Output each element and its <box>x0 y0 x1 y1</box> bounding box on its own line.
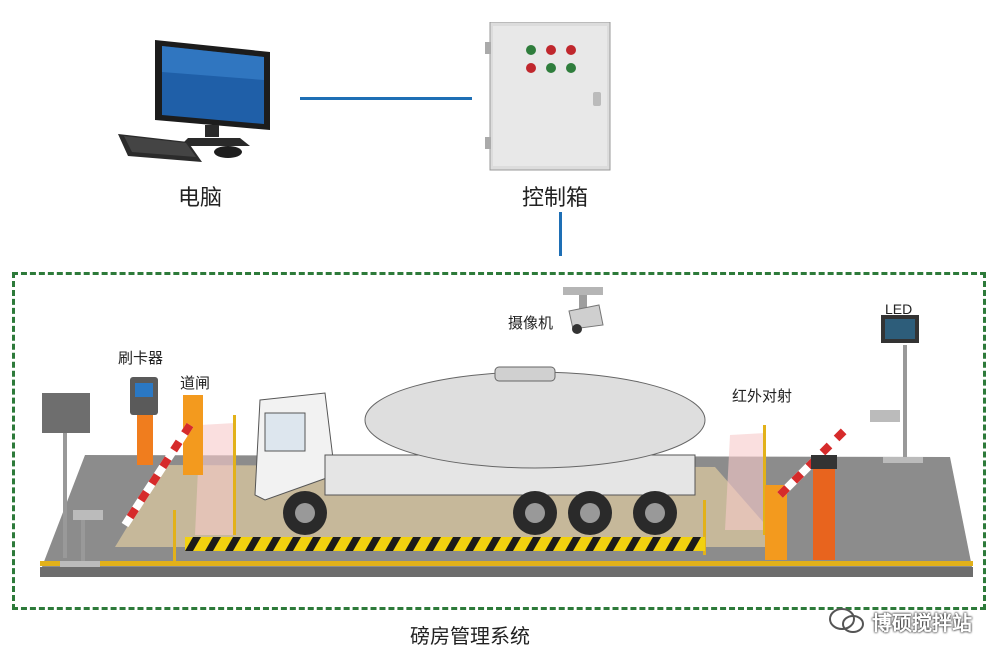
weighbridge-scene <box>40 315 973 577</box>
control-box-label: 控制箱 <box>522 186 589 211</box>
camera-label: 摄像机 <box>508 314 554 332</box>
computer-control-link <box>300 97 472 100</box>
computer-icon <box>118 40 270 162</box>
watermark: 博硕搅拌站 <box>828 606 972 636</box>
hazard-stripe-pattern <box>185 537 705 551</box>
card-reader-label: 刷卡器 <box>118 349 164 367</box>
control-box-icon <box>485 22 611 171</box>
wechat-icon <box>829 608 864 633</box>
barrier-label: 道闸 <box>180 374 211 392</box>
camera-icon <box>563 287 604 334</box>
system-boundary <box>12 272 986 610</box>
computer-label: 电脑 <box>178 186 223 211</box>
system-label: 磅房管理系统 <box>410 624 530 648</box>
led-label: LED <box>885 301 913 317</box>
infrared-label: 红外对射 <box>732 387 793 405</box>
watermark-text: 博硕搅拌站 <box>872 610 972 635</box>
control-system-link <box>559 212 562 256</box>
